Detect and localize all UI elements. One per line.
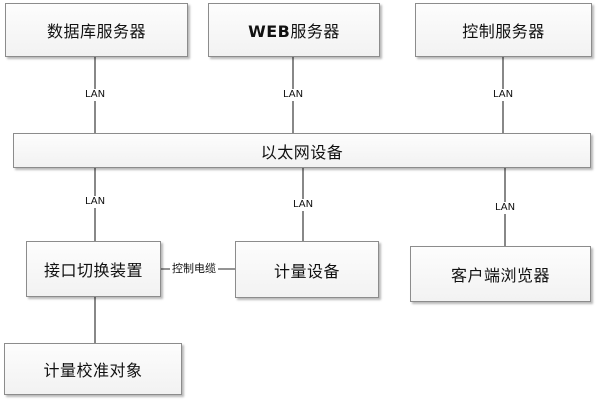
lan-label-metering: LAN (290, 199, 316, 211)
calibration-object-label: 计量校准对象 (43, 361, 143, 380)
web-server-node: WEB服务器 (208, 3, 380, 57)
client-browser-node: 客户端浏览器 (410, 246, 591, 302)
interface-switch-label: 接口切换装置 (43, 261, 143, 280)
web-server-label-suffix: 服务器 (290, 22, 340, 41)
interface-switch-node: 接口切换装置 (26, 241, 161, 297)
database-server-node: 数据库服务器 (5, 3, 188, 57)
client-browser-label: 客户端浏览器 (450, 266, 550, 285)
database-server-label: 数据库服务器 (46, 22, 146, 41)
metering-device-node: 计量设备 (235, 241, 379, 298)
control-cable-label: 控制电缆 (170, 262, 218, 275)
lan-label-control: LAN (490, 89, 516, 101)
web-server-label-prefix: WEB (248, 22, 291, 41)
calibration-object-node: 计量校准对象 (4, 343, 182, 395)
control-server-label: 控制服务器 (462, 22, 545, 41)
metering-device-label: 计量设备 (273, 261, 340, 281)
ethernet-device-bar: 以太网设备 (13, 133, 591, 168)
control-server-node: 控制服务器 (415, 3, 592, 57)
ethernet-device-label: 以太网设备 (260, 142, 344, 162)
lan-label-db: LAN (82, 89, 108, 101)
lan-label-web: LAN (280, 89, 306, 101)
lan-label-client: LAN (492, 202, 518, 214)
lan-label-interface: LAN (82, 196, 108, 208)
